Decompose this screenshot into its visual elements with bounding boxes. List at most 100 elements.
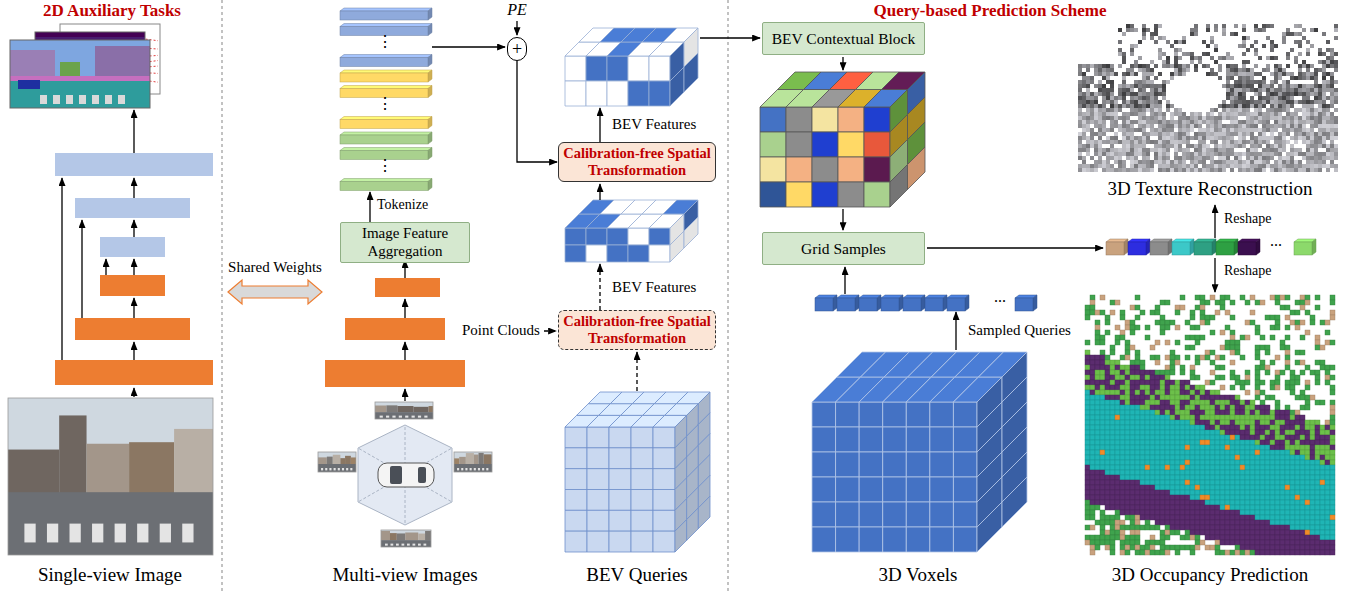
texture-point-cloud bbox=[1154, 132, 1158, 136]
texture-point-cloud bbox=[1110, 68, 1114, 72]
texture-point-cloud bbox=[1106, 80, 1110, 84]
output-tokens bbox=[1190, 239, 1194, 255]
texture-point-cloud bbox=[1146, 104, 1150, 108]
texture-point-cloud bbox=[1090, 96, 1094, 100]
texture-point-cloud bbox=[1094, 84, 1098, 88]
context-volume bbox=[812, 107, 838, 132]
multi-view-rig bbox=[397, 406, 413, 413]
texture-point-cloud bbox=[1178, 48, 1182, 52]
texture-point-cloud bbox=[1182, 156, 1186, 160]
texture-point-cloud bbox=[1282, 84, 1286, 88]
texture-point-cloud bbox=[1226, 152, 1230, 156]
texture-point-cloud bbox=[1254, 128, 1258, 132]
texture-point-cloud bbox=[1270, 148, 1274, 152]
texture-point-cloud bbox=[1310, 120, 1314, 124]
texture-point-cloud bbox=[1270, 100, 1274, 104]
texture-point-cloud bbox=[1178, 160, 1182, 164]
multi-view-rig bbox=[407, 544, 410, 546]
multi-view-rig bbox=[413, 544, 416, 546]
texture-point-cloud bbox=[1330, 156, 1334, 160]
texture-point-cloud bbox=[1126, 124, 1130, 128]
texture-point-cloud bbox=[1226, 84, 1230, 88]
texture-point-cloud bbox=[1114, 168, 1118, 172]
texture-point-cloud bbox=[1274, 88, 1278, 92]
texture-point-cloud bbox=[1210, 68, 1214, 72]
multi-view-rig bbox=[390, 466, 402, 484]
texture-point-cloud bbox=[1170, 128, 1174, 132]
texture-point-cloud bbox=[1246, 68, 1250, 72]
texture-point-cloud bbox=[1134, 156, 1138, 160]
texture-point-cloud bbox=[1138, 84, 1142, 88]
texture-point-cloud bbox=[1086, 124, 1090, 128]
texture-point-cloud bbox=[1186, 148, 1190, 152]
texture-point-cloud bbox=[1286, 116, 1290, 120]
backbone-2d bbox=[8, 24, 213, 555]
texture-point-cloud bbox=[1274, 152, 1278, 156]
texture-point-cloud bbox=[1086, 96, 1090, 100]
texture-point-cloud bbox=[1122, 92, 1126, 96]
texture-point-cloud bbox=[1250, 148, 1254, 152]
texture-point-cloud bbox=[1134, 136, 1138, 140]
texture-point-cloud bbox=[1242, 100, 1246, 104]
segmentation-map bbox=[10, 78, 150, 108]
street-photo bbox=[87, 444, 130, 496]
texture-point-cloud bbox=[1086, 88, 1090, 92]
texture-point-cloud bbox=[1130, 100, 1134, 104]
texture-point-cloud bbox=[1290, 32, 1294, 36]
texture-point-cloud bbox=[1154, 100, 1158, 104]
texture-point-cloud bbox=[1178, 144, 1182, 148]
texture-point-cloud bbox=[1158, 56, 1162, 60]
street-photo bbox=[129, 442, 174, 495]
texture-point-cloud bbox=[1182, 152, 1186, 156]
texture-point-cloud bbox=[1162, 140, 1166, 144]
texture-point-cloud bbox=[1122, 140, 1126, 144]
voxel-grid bbox=[859, 402, 883, 427]
street-photo bbox=[8, 398, 213, 555]
texture-point-cloud bbox=[1210, 140, 1214, 144]
occupancy-voxels bbox=[1085, 400, 1090, 405]
texture-point-cloud bbox=[1142, 128, 1146, 132]
texture-point-cloud bbox=[1078, 120, 1082, 124]
texture-point-cloud bbox=[1122, 56, 1126, 60]
texture-point-cloud bbox=[1270, 112, 1274, 116]
street-photo bbox=[24, 524, 35, 543]
texture-point-cloud bbox=[1262, 160, 1266, 164]
texture-point-cloud bbox=[1266, 64, 1270, 68]
texture-point-cloud bbox=[1314, 84, 1318, 88]
voxel-grid bbox=[812, 502, 836, 527]
texture-point-cloud bbox=[1162, 160, 1166, 164]
texture-point-cloud bbox=[1334, 24, 1338, 28]
voxel-grid bbox=[977, 502, 1002, 552]
bev-features bbox=[586, 228, 607, 245]
texture-point-cloud bbox=[1278, 120, 1282, 124]
texture-point-cloud bbox=[1222, 104, 1226, 108]
texture-point-cloud bbox=[1278, 72, 1282, 76]
multi-view-rig bbox=[386, 405, 397, 412]
texture-point-cloud bbox=[1322, 108, 1326, 112]
texture-point-cloud bbox=[1254, 164, 1258, 168]
texture-point-cloud bbox=[1326, 128, 1330, 132]
texture-point-cloud bbox=[1302, 28, 1306, 32]
texture-point-cloud bbox=[1134, 164, 1138, 168]
texture-point-cloud bbox=[1278, 104, 1282, 108]
texture-point-cloud bbox=[1238, 168, 1242, 172]
texture-point-cloud bbox=[1314, 152, 1318, 156]
texture-point-cloud bbox=[1230, 76, 1234, 80]
texture-point-cloud bbox=[1278, 68, 1282, 72]
voxel-grid bbox=[883, 452, 907, 477]
texture-point-cloud bbox=[1150, 160, 1154, 164]
texture-point-cloud bbox=[1278, 156, 1282, 160]
texture-point-cloud bbox=[1150, 92, 1154, 96]
texture-point-cloud bbox=[1270, 48, 1274, 52]
texture-point-cloud bbox=[1122, 84, 1126, 88]
voxel-grid bbox=[883, 477, 907, 502]
texture-point-cloud bbox=[1258, 72, 1262, 76]
texture-point-cloud bbox=[1250, 68, 1254, 72]
texture-point-cloud bbox=[1226, 68, 1230, 72]
texture-point-cloud bbox=[1286, 128, 1290, 132]
texture-point-cloud bbox=[1102, 148, 1106, 152]
texture-point-cloud bbox=[1274, 92, 1278, 96]
texture-point-cloud bbox=[1266, 164, 1270, 168]
multi-view-rig bbox=[418, 467, 426, 483]
bev-features bbox=[684, 53, 698, 92]
